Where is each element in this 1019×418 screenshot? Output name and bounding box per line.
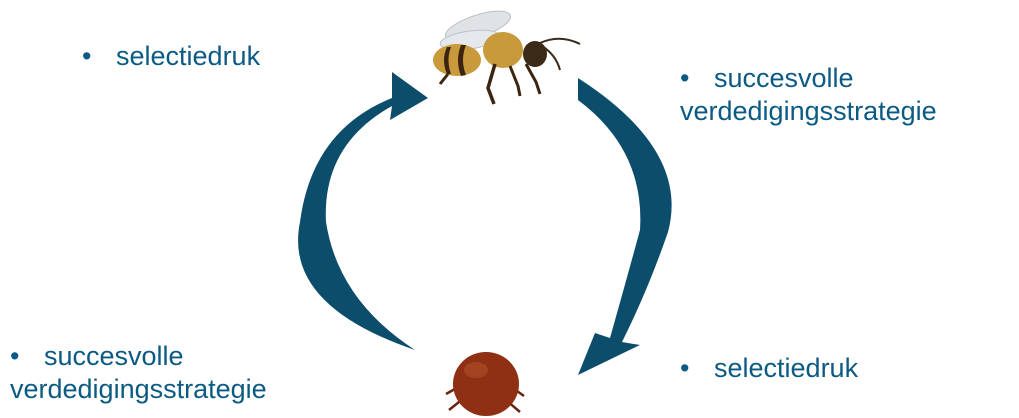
label-top-right: •succesvolle verdedigingsstrategie <box>680 62 937 128</box>
label-top-right-line1: succesvolle <box>714 63 854 93</box>
label-bottom-left: •succesvolle verdedigingsstrategie <box>10 340 267 406</box>
left-cycle-arrow <box>298 72 428 350</box>
bullet-bottom-right: • <box>680 352 714 385</box>
honeybee-image <box>433 5 580 104</box>
label-top-left: •selectiedruk <box>82 40 260 73</box>
varroa-mite-image <box>446 352 524 416</box>
right-cycle-arrow <box>578 78 672 375</box>
bullet-top-left: • <box>82 40 116 73</box>
label-top-right-line2: verdedigingsstrategie <box>680 95 937 128</box>
label-bottom-left-line1: succesvolle <box>44 341 184 371</box>
label-bottom-left-line2: verdedigingsstrategie <box>10 373 267 406</box>
label-bottom-right-text: selectiedruk <box>714 353 858 383</box>
bullet-bottom-left: • <box>10 340 44 373</box>
label-bottom-right: •selectiedruk <box>680 352 858 385</box>
label-top-left-text: selectiedruk <box>116 41 260 71</box>
bullet-top-right: • <box>680 62 714 95</box>
